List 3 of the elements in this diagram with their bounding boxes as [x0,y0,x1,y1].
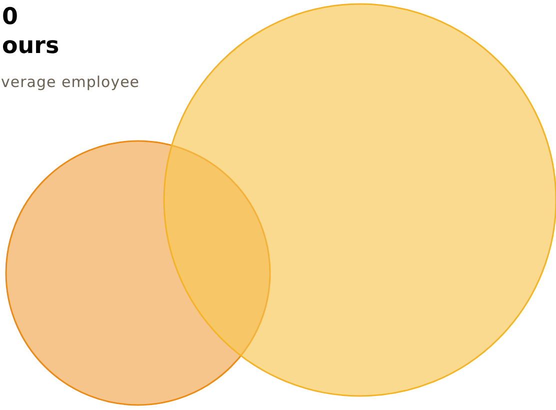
stat-text: 0 [2,3,18,32]
stat-text: verage employee [1,72,140,92]
stat-text: ours [2,32,60,61]
